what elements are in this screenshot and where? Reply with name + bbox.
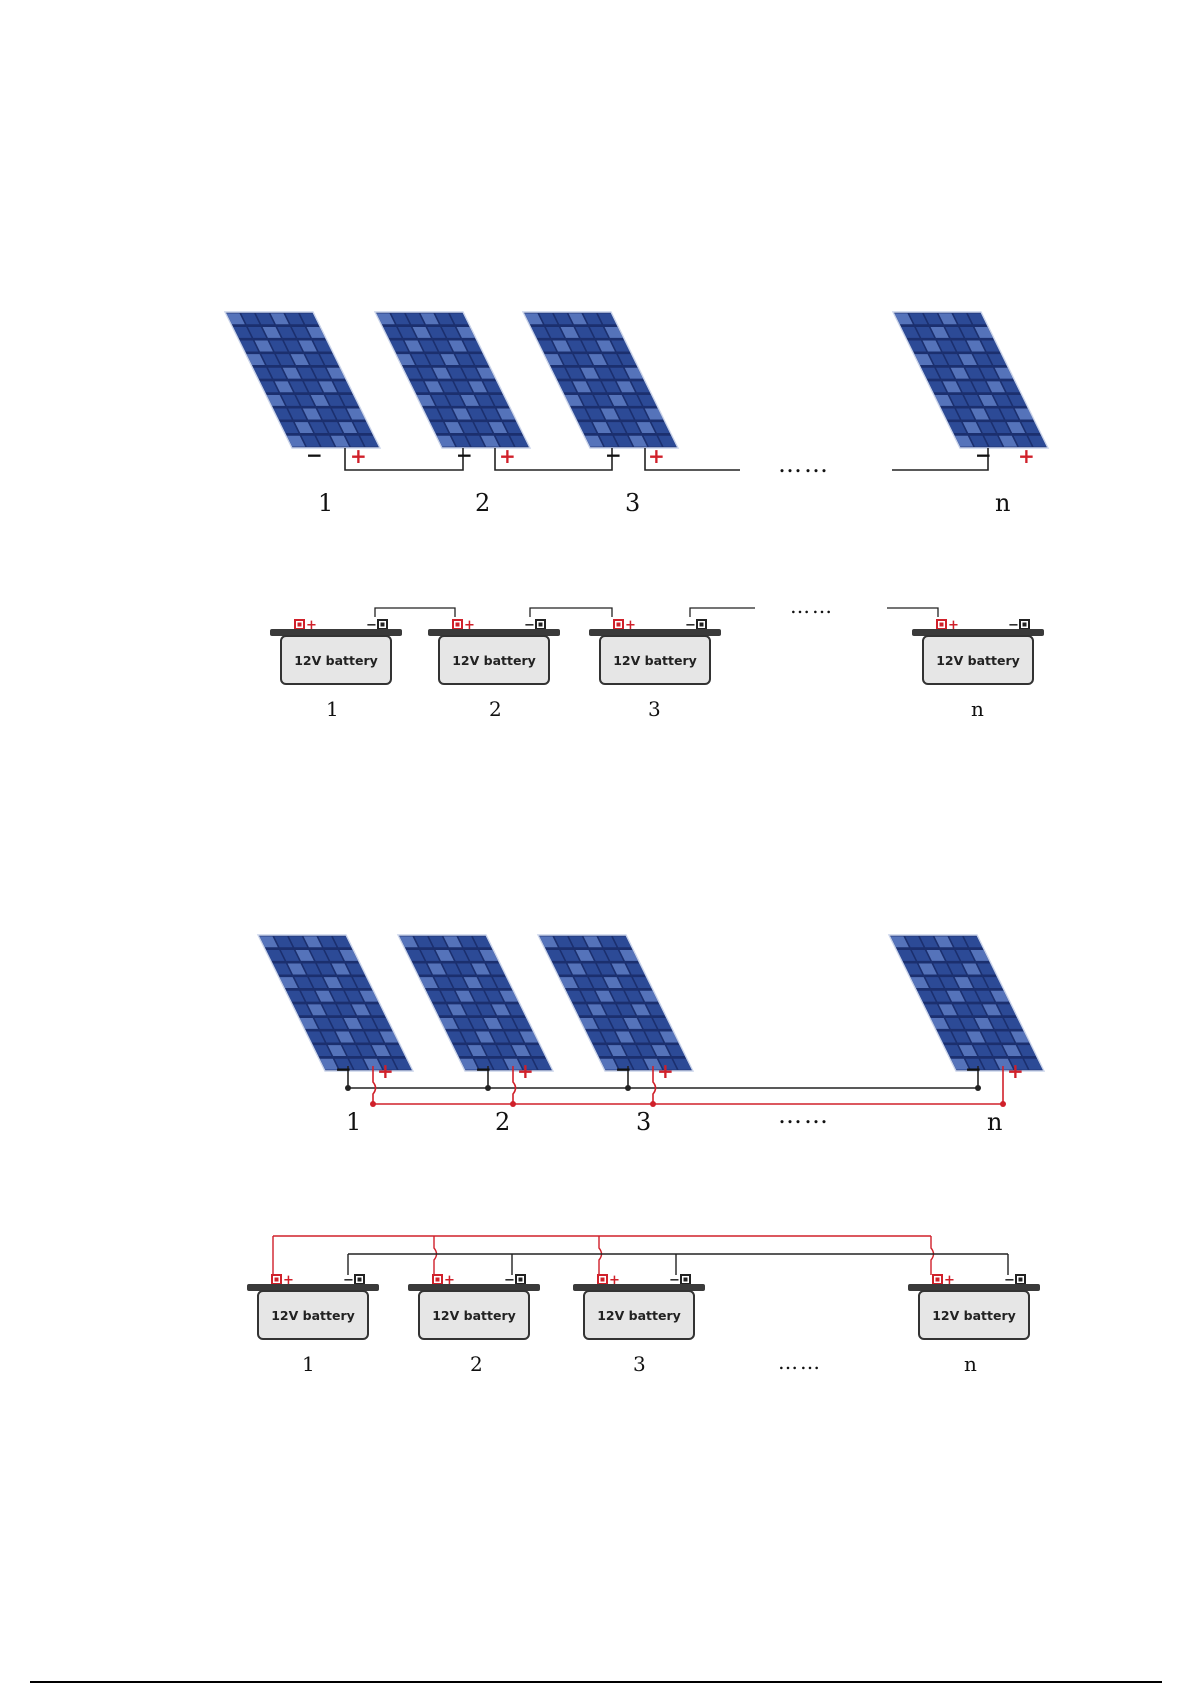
panel-label-2: 2 — [495, 1108, 510, 1136]
page-bottom-rule — [30, 1681, 1162, 1683]
series-wires — [345, 448, 988, 470]
panel-label-2: 2 — [475, 489, 490, 517]
plus-sign: + — [517, 1059, 534, 1083]
battery-3: +−12V battery — [573, 1273, 705, 1339]
battery-label-1: 1 — [302, 1352, 315, 1376]
solar-panel-n — [893, 312, 1048, 448]
minus-sign: − — [615, 1057, 632, 1081]
solar-panel-1 — [258, 935, 413, 1071]
panels-series-diagram: − + − + − + − + …… 1 2 3 n — [225, 312, 1048, 517]
batteries-series-diagram: +−12V battery +−12V battery +−12V batter… — [270, 594, 1044, 721]
svg-text:12V battery: 12V battery — [432, 1308, 516, 1323]
minus-sign: − — [605, 443, 622, 467]
svg-text:12V battery: 12V battery — [271, 1308, 355, 1323]
battery-label-2: 2 — [489, 697, 502, 721]
battery-1: +−12V battery — [270, 618, 402, 684]
minus-sign: − — [456, 443, 473, 467]
panel-label-1: 1 — [318, 489, 333, 517]
panel-label-1: 1 — [346, 1108, 361, 1136]
svg-text:12V battery: 12V battery — [294, 653, 378, 668]
ellipsis: …… — [778, 1350, 822, 1374]
battery-label-2: 2 — [470, 1352, 483, 1376]
battery-1: +−12V battery — [247, 1273, 379, 1339]
plus-sign: + — [657, 1059, 674, 1083]
battery-n: +−12V battery — [912, 618, 1044, 684]
battery-2: +−12V battery — [428, 618, 560, 684]
panel-label-n: n — [987, 1108, 1002, 1136]
series-wires — [375, 608, 938, 617]
battery-label-n: n — [964, 1352, 977, 1376]
ellipsis: …… — [790, 594, 834, 618]
battery-n: +−12V battery — [908, 1273, 1040, 1339]
battery-2: +−12V battery — [408, 1273, 540, 1339]
plus-sign: + — [377, 1059, 394, 1083]
battery-label-n: n — [971, 697, 984, 721]
svg-text:12V battery: 12V battery — [936, 653, 1020, 668]
solar-panel-3 — [538, 935, 693, 1071]
positive-bus — [273, 1236, 934, 1275]
minus-sign: − — [335, 1057, 352, 1081]
solar-panel-n — [889, 935, 1044, 1071]
ellipsis: …… — [778, 450, 830, 478]
minus-sign: − — [306, 443, 323, 467]
battery-label-1: 1 — [326, 697, 339, 721]
panel-label-3: 3 — [636, 1108, 651, 1136]
battery-label-3: 3 — [633, 1352, 646, 1376]
plus-sign: + — [1007, 1059, 1024, 1083]
panel-label-3: 3 — [625, 489, 640, 517]
solar-panel-1 — [225, 312, 380, 448]
solar-panel-2 — [398, 935, 553, 1071]
minus-sign: − — [475, 1057, 492, 1081]
solar-panel-2 — [375, 312, 530, 448]
svg-text:12V battery: 12V battery — [452, 653, 536, 668]
panels-parallel-diagram: − + − + − + − + 1 2 3 n …… — [258, 935, 1044, 1136]
svg-text:12V battery: 12V battery — [932, 1308, 1016, 1323]
svg-text:12V battery: 12V battery — [613, 653, 697, 668]
solar-panel-3 — [523, 312, 678, 448]
plus-sign: + — [350, 444, 367, 468]
panel-label-n: n — [995, 489, 1010, 517]
battery-label-3: 3 — [648, 697, 661, 721]
negative-bus — [348, 1254, 1008, 1275]
plus-sign: + — [648, 444, 665, 468]
minus-sign: − — [965, 1057, 982, 1081]
plus-sign: + — [1018, 444, 1035, 468]
ellipsis: …… — [778, 1101, 830, 1129]
svg-text:12V battery: 12V battery — [597, 1308, 681, 1323]
battery-3: +−12V battery — [589, 618, 721, 684]
minus-sign: − — [975, 443, 992, 467]
batteries-parallel-diagram: +−12V battery +−12V battery +−12V batter… — [247, 1236, 1040, 1376]
plus-sign: + — [499, 444, 516, 468]
